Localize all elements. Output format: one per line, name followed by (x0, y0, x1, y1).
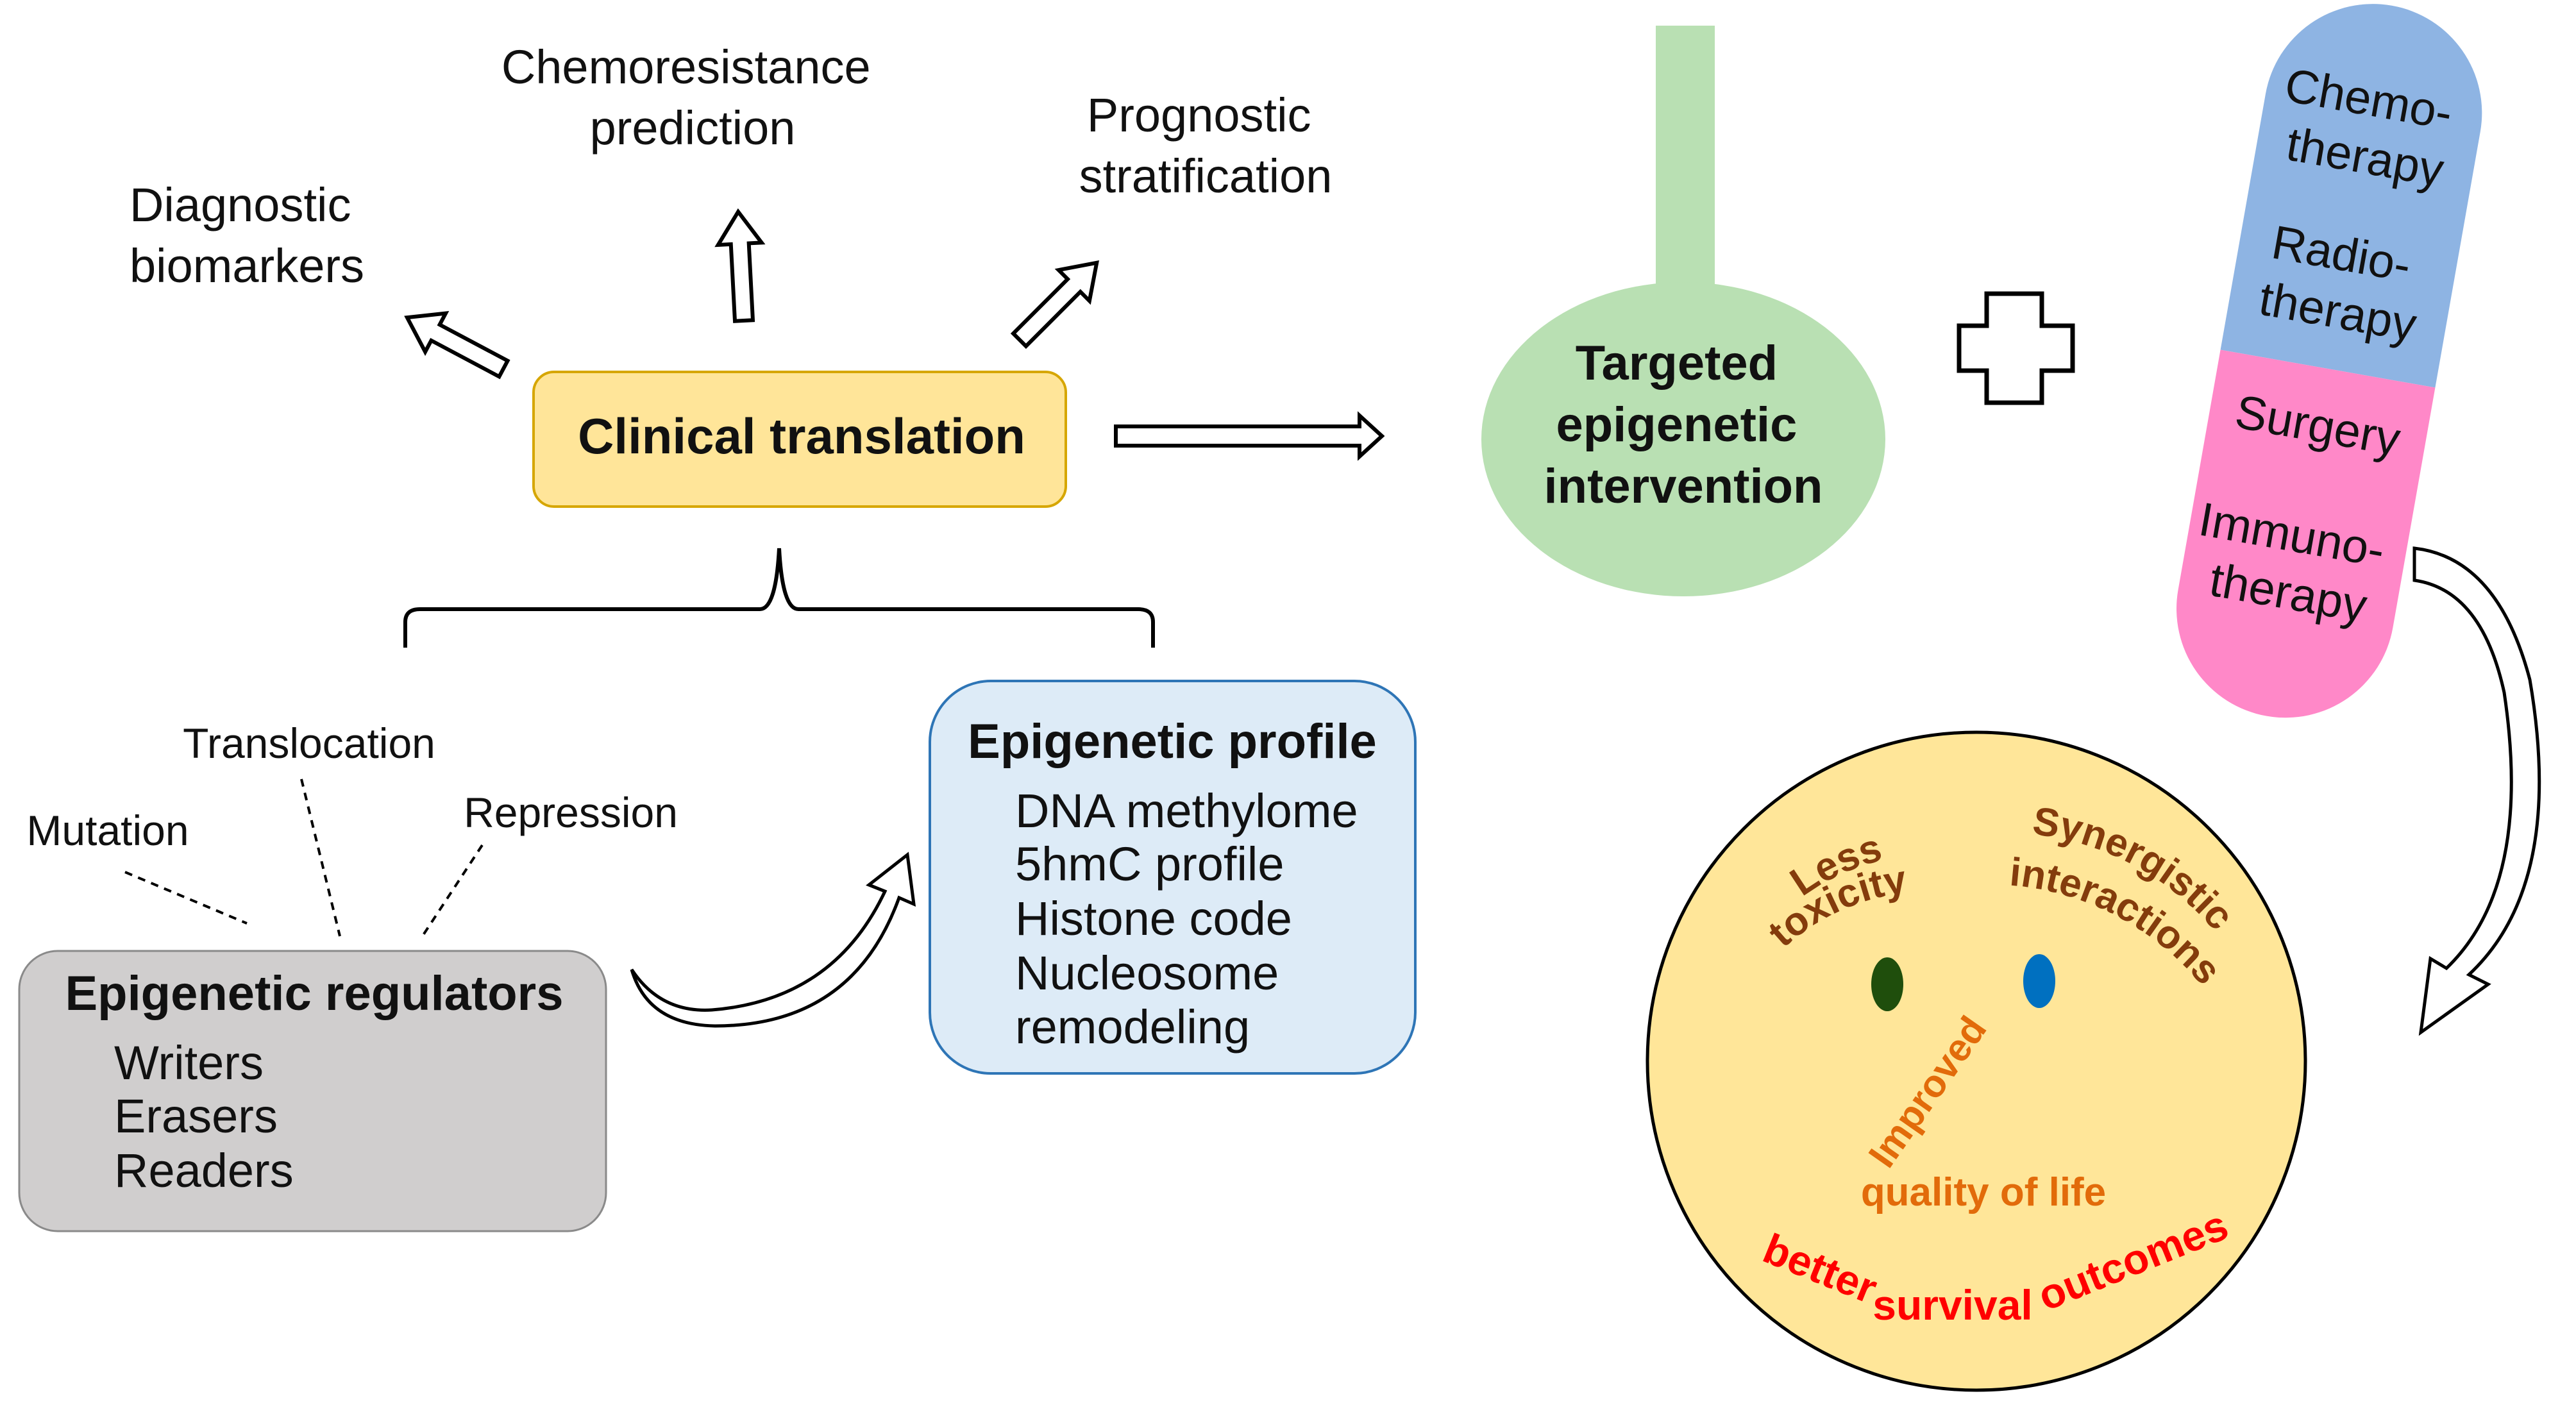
pill-bottom-half (2176, 349, 2436, 718)
chemoresistance-prediction-label: Chemoresistance prediction (501, 40, 884, 155)
intervention-stem (1656, 26, 1715, 295)
translocation-dash (300, 778, 341, 937)
diagnostic-biomarkers-label: Diagnostic biomarkers (130, 178, 364, 292)
outcome-smiley (1646, 730, 2307, 1392)
repression-dash (422, 844, 484, 936)
arrow-to-prognostic (1010, 260, 1099, 349)
intervention-ellipse (1481, 282, 1885, 596)
survival-label: survival (1873, 1281, 2033, 1329)
curved-arrow-to-profile (630, 852, 916, 1028)
treatment-pill: Chemo- therapy Radio- therapy Surgery Im… (2176, 4, 2482, 718)
quality-of-life-label: quality of life (1861, 1170, 2106, 1214)
pill-top-half (2220, 4, 2482, 388)
clinical-translation-box (532, 371, 1067, 508)
regulators-list: Writers Erasers Readers (114, 1036, 294, 1197)
intervention-label: Targeted epigenetic intervention (1544, 336, 1823, 514)
mutation-dash (124, 871, 248, 925)
right-eye (2023, 954, 2055, 1008)
arrow-to-intervention (1114, 411, 1385, 461)
epigenetic-regulators-title: Epigenetic regulators (65, 966, 563, 1021)
curly-bracket (403, 548, 1155, 648)
epigenetic-profile-box (929, 680, 1417, 1075)
arrow-to-diagnostic (404, 311, 510, 380)
mutation-label: Mutation (26, 807, 189, 854)
epigenetic-regulators-box (18, 950, 607, 1232)
clinical-translation-label: Clinical translation (578, 408, 1025, 464)
plus-icon (1957, 291, 2075, 405)
epigenetic-profile-title: Epigenetic profile (968, 714, 1377, 769)
translocation-label: Translocation (183, 719, 435, 767)
left-eye (1871, 957, 1903, 1011)
profile-list: DNA methylome 5hmC profile Histone code … (1015, 784, 1371, 1054)
prognostic-stratification-label: Prognostic stratification (1079, 88, 1333, 203)
arrow-to-chemoresistance (714, 208, 766, 323)
repression-label: Repression (464, 789, 678, 836)
curved-arrow-to-smiley (2412, 546, 2541, 1036)
